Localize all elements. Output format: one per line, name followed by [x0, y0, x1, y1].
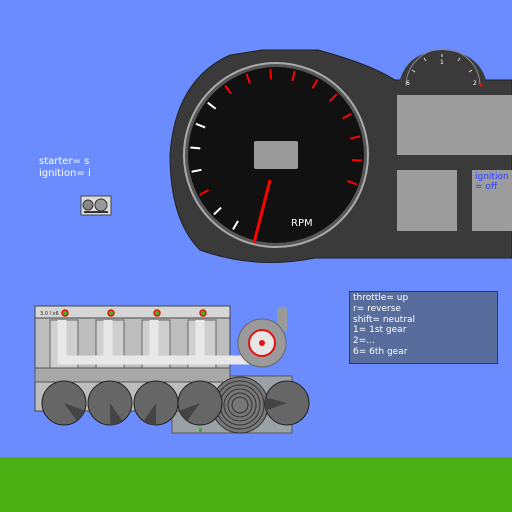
ignition-hint: ignition= i: [39, 168, 91, 179]
starter-hint: starter= s: [39, 156, 90, 167]
control-line: throttle= up: [353, 293, 409, 303]
engine-assembly: 3.0 l v6: [34, 305, 310, 434]
controls-panel: throttle= up r= reverse shift= neutral 1…: [349, 291, 498, 364]
control-line: 1= 1st gear: [353, 325, 407, 336]
tachometer-display: [254, 141, 298, 169]
spark-plug-indicator: [61, 309, 69, 317]
control-line: r= reverse: [353, 303, 401, 314]
tachometer-tick: [329, 93, 338, 102]
mini-gauge-top: 1: [440, 59, 444, 66]
ignition-status-line1: ignition: [475, 172, 509, 182]
spark-plug-indicator: [107, 309, 115, 317]
tachometer-needle: [252, 179, 272, 244]
spark-plug-indicator: [199, 309, 207, 317]
tachometer-tick: [199, 189, 210, 196]
tachometer-tick: [195, 122, 206, 129]
tachometer-tick: [224, 85, 232, 95]
display-screen-left: [397, 170, 457, 231]
ignition-status-line2: = off: [475, 182, 498, 192]
tachometer-tick: [191, 168, 202, 173]
tachometer-tick: [232, 220, 239, 230]
tachometer-rpm-label: RPM: [291, 218, 313, 229]
engine-lower-block: [34, 367, 231, 383]
mini-gauge-ticks: [411, 54, 473, 73]
engine-plate: 3.0 l v6: [40, 311, 59, 317]
keyboard-hints: starter= s ignition= i: [39, 156, 91, 180]
tachometer-tick: [291, 70, 296, 82]
mini-gauge-indicator: [479, 83, 483, 87]
mini-instrument-icon: [80, 195, 112, 216]
tachometer-tick: [207, 101, 217, 110]
ground: [0, 457, 512, 512]
display-screen-right: [472, 170, 512, 231]
control-line: 6= 6th gear: [353, 346, 408, 357]
tachometer-tick: [213, 206, 222, 216]
tachometer-tick: [349, 135, 361, 140]
control-line: 2=...: [353, 336, 375, 347]
turbo-pipe: [277, 307, 287, 332]
ignition-status: ignition = off: [475, 172, 509, 192]
tachometer-tick: [311, 79, 319, 89]
tachometer-tick: [342, 112, 352, 120]
mini-gauge-housing: [398, 50, 488, 88]
tachometer-tick: [347, 180, 358, 186]
spark-plug-indicator: [153, 309, 161, 317]
mini-gauge-left: 6: [406, 80, 410, 87]
tachometer-tick: [190, 146, 201, 150]
display-screen-top: [397, 95, 512, 155]
tachometer-ticks: [190, 69, 362, 230]
control-line: shift= neutral: [353, 314, 416, 325]
tachometer-tick: [269, 69, 273, 80]
tachometer-tick: [245, 73, 251, 84]
mini-gauge-right: 2: [473, 80, 477, 87]
tachometer-tick: [351, 158, 362, 162]
